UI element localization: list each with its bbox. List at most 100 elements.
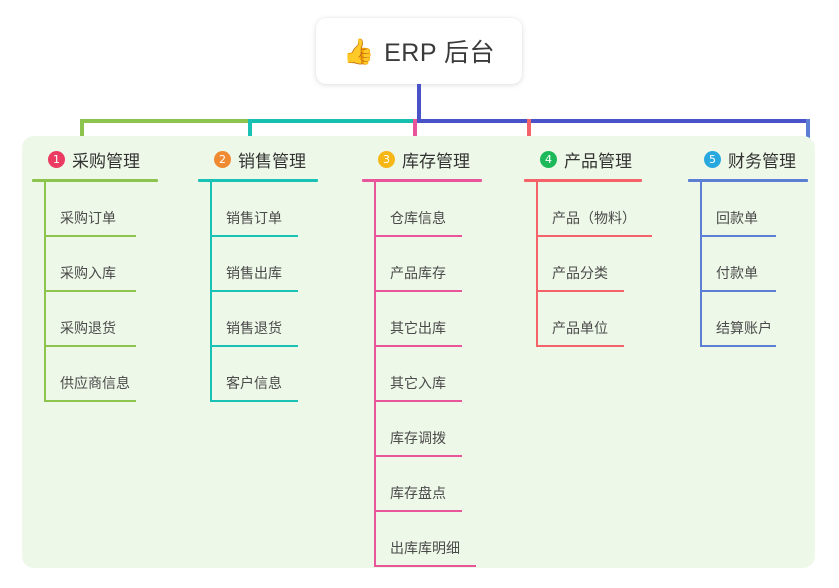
leaf-label: 销售订单 [226,210,282,226]
leaf-label: 采购入库 [60,265,116,281]
column-rule-4 [524,179,642,182]
column-rule-5 [688,179,808,182]
leaf-spine-2 [210,182,212,402]
leaf-item[interactable]: 采购入库 [44,237,158,292]
leaf-label: 仓库信息 [390,210,446,226]
leaf-label: 付款单 [716,265,758,281]
leaf-rule [536,235,652,237]
leaf-rule [374,345,462,347]
leaf-list-5: 回款单付款单结算账户 [700,182,808,347]
leaf-rule [210,290,298,292]
bus-segment-1 [80,119,248,123]
leaf-item[interactable]: 销售退货 [210,292,318,347]
leaf-spine-5 [700,182,702,347]
leaf-label: 结算账户 [716,320,772,336]
column-header-2[interactable]: 2 销售管理 [198,146,318,172]
leaf-label: 产品分类 [552,265,608,281]
leaf-item[interactable]: 供应商信息 [44,347,158,402]
column-header-1[interactable]: 1 采购管理 [32,146,158,172]
leaf-rule [536,345,624,347]
leaf-item[interactable]: 客户信息 [210,347,318,402]
column-header-5[interactable]: 5 财务管理 [688,146,808,172]
leaf-item[interactable]: 产品（物料） [536,182,652,237]
leaf-rule [700,235,776,237]
leaf-label: 其它出库 [390,320,446,336]
leaf-item[interactable]: 出库库明细 [374,512,482,567]
leaf-item[interactable]: 回款单 [700,182,808,237]
root-node-title: ERP 后台 [384,39,496,67]
column-5: 5 财务管理回款单付款单结算账户 [688,146,808,347]
column-badge-5: 5 [704,150,721,168]
leaf-rule [374,455,462,457]
leaf-item[interactable]: 采购订单 [44,182,158,237]
leaf-spine-4 [536,182,538,347]
leaf-item[interactable]: 付款单 [700,237,808,292]
leaf-item[interactable]: 其它出库 [374,292,482,347]
diagram-panel [22,136,815,568]
column-2: 2 销售管理销售订单销售出库销售退货客户信息 [198,146,318,402]
leaf-rule [374,565,476,567]
leaf-list-3: 仓库信息产品库存其它出库其它入库库存调拨库存盘点出库库明细 [374,182,482,567]
column-rule-3 [362,179,482,182]
leaf-spine-1 [44,182,46,402]
leaf-rule [44,400,136,402]
leaf-rule [374,235,462,237]
leaf-item[interactable]: 其它入库 [374,347,482,402]
leaf-rule [44,345,136,347]
leaf-label: 供应商信息 [60,375,130,391]
bus-segment-2 [248,119,413,123]
leaf-label: 库存调拨 [390,430,446,446]
leaf-label: 产品库存 [390,265,446,281]
leaf-rule [44,290,136,292]
leaf-label: 其它入库 [390,375,446,391]
column-badge-2: 2 [214,150,231,168]
column-title-1: 采购管理 [72,151,140,171]
leaf-spine-3 [374,182,376,567]
bus-segment-3 [413,119,810,123]
column-badge-4: 4 [540,150,557,168]
leaf-item[interactable]: 销售订单 [210,182,318,237]
leaf-item[interactable]: 库存调拨 [374,402,482,457]
column-1: 1 采购管理采购订单采购入库采购退货供应商信息 [32,146,158,402]
column-rule-1 [32,179,158,182]
leaf-rule [374,510,462,512]
column-title-2: 销售管理 [238,151,306,171]
leaf-list-2: 销售订单销售出库销售退货客户信息 [210,182,318,402]
leaf-label: 客户信息 [226,375,282,391]
leaf-item[interactable]: 库存盘点 [374,457,482,512]
column-badge-1: 1 [48,150,65,168]
column-rule-2 [198,179,318,182]
thumbs-up-icon: 👍 [342,37,375,66]
leaf-item[interactable]: 产品分类 [536,237,642,292]
leaf-label: 销售退货 [226,320,282,336]
column-badge-3: 3 [378,150,395,168]
leaf-label: 产品单位 [552,320,608,336]
leaf-item[interactable]: 仓库信息 [374,182,482,237]
leaf-label: 回款单 [716,210,758,226]
leaf-rule [374,400,462,402]
leaf-rule [44,235,136,237]
leaf-rule [374,290,462,292]
leaf-list-1: 采购订单采购入库采购退货供应商信息 [44,182,158,402]
leaf-item[interactable]: 采购退货 [44,292,158,347]
leaf-rule [210,345,298,347]
leaf-label: 销售出库 [226,265,282,281]
leaf-label: 库存盘点 [390,485,446,501]
leaf-item[interactable]: 销售出库 [210,237,318,292]
leaf-item[interactable]: 结算账户 [700,292,808,347]
leaf-label: 产品（物料） [552,210,636,226]
leaf-rule [700,345,776,347]
leaf-label: 采购订单 [60,210,116,226]
root-node-card[interactable]: 👍 ERP 后台 [316,18,522,84]
column-title-5: 财务管理 [728,151,796,171]
leaf-item[interactable]: 产品库存 [374,237,482,292]
leaf-item[interactable]: 产品单位 [536,292,642,347]
leaf-list-4: 产品（物料） 产品分类产品单位 [536,182,652,347]
leaf-label: 出库库明细 [390,540,460,556]
leaf-label: 采购退货 [60,320,116,336]
leaf-rule [210,235,298,237]
